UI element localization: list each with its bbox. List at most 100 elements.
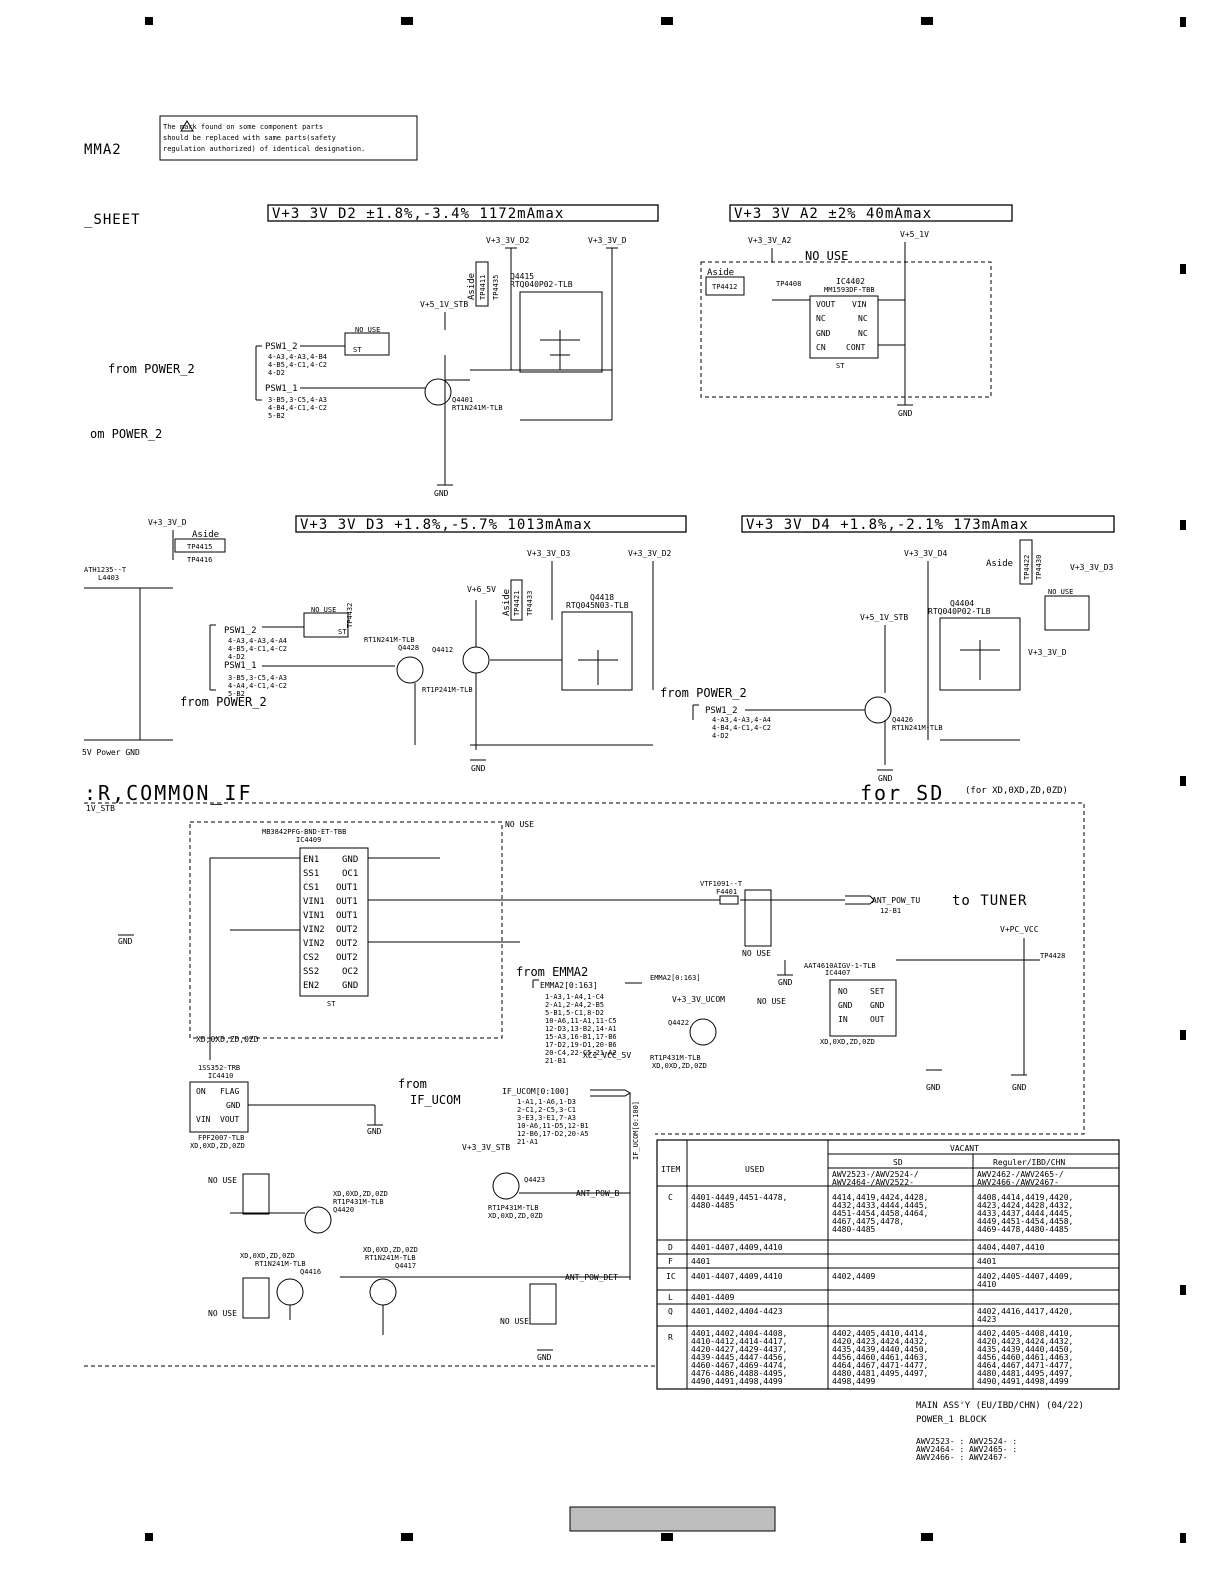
schematic-label: 4-D2	[268, 369, 285, 377]
schematic-label: F	[668, 1257, 673, 1266]
schematic-label: PSW1_2	[224, 626, 257, 636]
schematic-label: 5-B2	[268, 412, 285, 420]
schematic-label: Q4417	[395, 1262, 416, 1270]
schematic-label: SD	[893, 1158, 903, 1167]
schematic-label: L4403	[98, 574, 119, 582]
schematic-label: to TUNER	[952, 893, 1027, 909]
schematic-label: ON	[196, 1087, 206, 1096]
schematic-label: CS1	[303, 883, 319, 893]
schematic-label: NO USE	[208, 1309, 237, 1318]
schematic-label: OUT1	[336, 897, 358, 907]
schematic-label: 4402,4405,4410,4414,	[832, 1329, 928, 1338]
schematic-label: GND	[926, 1083, 941, 1092]
schematic-label: USED	[745, 1165, 764, 1174]
schematic-label: TP4416	[187, 556, 212, 564]
schematic-label: GND	[816, 329, 831, 338]
schematic-label: Q4415	[510, 272, 534, 281]
schematic-label: ANT_POW_TU	[872, 896, 920, 905]
schematic-label: 4-D2	[228, 653, 245, 661]
schematic-label: 4456,4460,4461,4463,	[977, 1353, 1073, 1362]
schematic-label: RT1P431M-TLB	[333, 1198, 384, 1206]
schematic-label: TP4412	[712, 283, 737, 291]
schematic-label: 4464,4467,4471-4477,	[977, 1361, 1073, 1370]
schematic-label: POWER_1 BLOCK	[916, 1415, 987, 1425]
q4401-symbol	[424, 378, 452, 406]
rail-header-d2: V+3_3V_D2 ±1.8%,-3.4% 1172mAmax	[267, 204, 659, 222]
schematic-label: V+3_3V_A2	[748, 236, 792, 245]
schematic-label: AWV2523- : AWV2524- :	[916, 1437, 1017, 1446]
safety-notice: The mark found on some component parts s…	[159, 115, 418, 161]
edge-label-sheet: _SHEET	[84, 212, 141, 228]
ic4409-block: 1V_STB NO USE MB3842PFG-BND-ET-TBB IC440…	[86, 804, 534, 1060]
schematic-label: OC2	[342, 967, 358, 977]
schematic-label: TP4421	[513, 591, 521, 616]
schematic-label: from	[398, 1077, 427, 1091]
schematic-label: 5V Power GND	[82, 748, 140, 757]
schematic-label: 1-A1,1-A6,1-D3	[517, 1098, 576, 1106]
schematic-label: 4432,4433,4444,4445,	[832, 1201, 928, 1210]
ic4409-body	[299, 847, 369, 997]
ic4407-body	[829, 979, 897, 1037]
schematic-label: IN	[838, 1015, 848, 1024]
schematic-label: 4-A3,4-A3,4-B4	[268, 353, 327, 361]
schematic-label: 4467,4475,4478,	[832, 1217, 904, 1226]
schematic-label: NO USE	[1048, 588, 1073, 596]
schematic-label: MAIN ASS'Y (EU/IBD/CHN) (04/22)	[916, 1401, 1084, 1411]
schematic-label: VOUT	[220, 1115, 239, 1124]
schematic-label: 4435,4439,4440,4450,	[832, 1345, 928, 1354]
schematic-label: ATH1235--T	[84, 566, 127, 574]
schematic-label: 21-B1	[545, 1057, 566, 1065]
schematic-label: 4460-4467,4469-4474,	[691, 1361, 787, 1370]
schematic-label: 4-B5,4-C1,4-C2	[228, 645, 287, 653]
schematic-label: 1V_STB	[86, 804, 115, 813]
schematic-label: V+PC_VCC	[1000, 925, 1039, 934]
schematic-label: CONT	[846, 343, 865, 352]
schematic-label: 21-A1	[517, 1138, 538, 1146]
schematic-label: TP4422	[1023, 555, 1031, 580]
schematic-label: 4490,4491,4498,4499	[977, 1377, 1069, 1386]
for-sd-title: for SD	[860, 781, 944, 805]
schematic-label: 4401,4402,4404-4408,	[691, 1329, 787, 1338]
schematic-label: VACANT	[950, 1144, 979, 1153]
schematic-label: 4-B4,4-C1,4-C2	[268, 404, 327, 412]
schematic-label: 4480-4485	[832, 1225, 876, 1234]
schematic-label: PSW1_1	[224, 661, 257, 671]
schematic-label: NC	[858, 329, 868, 338]
schematic-label: IC	[666, 1272, 676, 1281]
antenna-power-block: V+3_3V_STB Q4423 RT1P431M-TLB XD,0XD,ZD,…	[208, 1143, 630, 1362]
schematic-label: C	[668, 1193, 673, 1202]
schematic-label: VIN2	[303, 939, 325, 949]
sd-section-frame	[84, 802, 1085, 1367]
schematic-label: 4420,4423,4424,4432,	[832, 1337, 928, 1346]
schematic-label: 5-B2	[228, 690, 245, 698]
schematic-label: XD,0XD,ZD,0ZD	[333, 1190, 388, 1198]
schematic-label: TP4428	[1040, 952, 1065, 960]
schematic-label: Q4401	[452, 396, 473, 404]
schematic-label: Q4420	[333, 1206, 354, 1214]
schematic-label: 4402,4409	[832, 1272, 876, 1281]
schematic-label: TP4430	[1035, 555, 1043, 580]
schematic-label: V+3_3V_STB	[462, 1143, 510, 1152]
schematic-label: 4408,4414,4419,4420,	[977, 1193, 1073, 1202]
schematic-label: GND	[878, 774, 893, 783]
schematic-label: IF_UCOM[0:100]	[502, 1087, 569, 1096]
schematic-label: CN	[816, 343, 826, 352]
schematic-label: Aside	[467, 273, 477, 300]
schematic-label: EMMA2[0:163]	[650, 974, 701, 982]
schematic-label: XD,0XD,ZD,0ZD	[488, 1212, 543, 1220]
schematic-label: 4401-4449,4451-4478,	[691, 1193, 787, 1202]
schematic-label: ANT_POW_DET	[565, 1273, 618, 1282]
edge-label-emma2: MMA2	[84, 142, 122, 158]
schematic-label: GND	[118, 937, 133, 946]
ifucom-bus-entry: from IF_UCOM IF_UCOM[0:100] IF_UCOM[0:10…	[398, 1077, 640, 1280]
schematic-label: GND	[367, 1127, 382, 1136]
schematic-label: XD,0XD,ZD,0ZD	[820, 1038, 875, 1046]
schematic-label: 4490,4491,4498,4499	[691, 1377, 783, 1386]
a2-nouse-frame	[700, 261, 992, 398]
d3-regulator-block: V+3_3V_D3 V+3_3V_D2 V+6_5V Aside TP4421 …	[180, 549, 672, 773]
schematic-label: RTQ045N03-TLB	[566, 601, 629, 610]
schematic-label: RT1N241M-TLB	[452, 404, 503, 412]
q4428-symbol	[396, 656, 424, 684]
rail-header-d3: V+3_3V_D3 +1.8%,-5.7% 1013mAmax	[295, 515, 687, 533]
schematic-label: 4-A3,4-A3,4-A4	[228, 637, 287, 645]
